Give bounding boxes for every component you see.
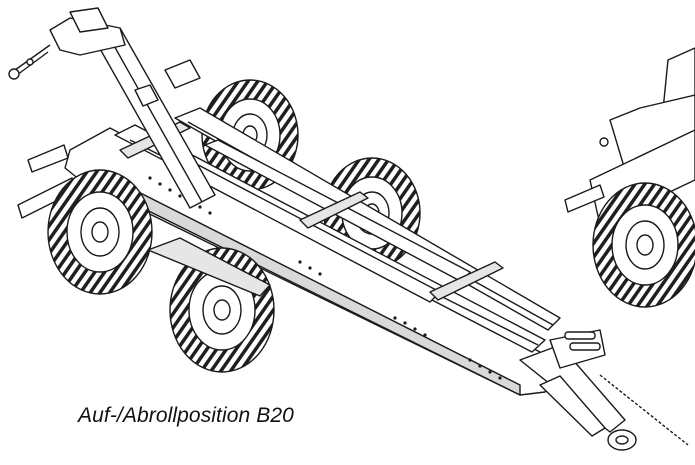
figure-caption: Auf-/Abrollposition B20 bbox=[78, 404, 294, 427]
hook-tip bbox=[8, 44, 51, 80]
hydraulic-couplers bbox=[564, 331, 601, 351]
tow-eye bbox=[607, 429, 637, 451]
second-wheel bbox=[592, 182, 695, 308]
safety-chain bbox=[599, 374, 689, 446]
wheel-rear-front bbox=[47, 169, 153, 295]
main-trailer bbox=[8, 7, 689, 451]
second-trailer bbox=[564, 47, 695, 308]
